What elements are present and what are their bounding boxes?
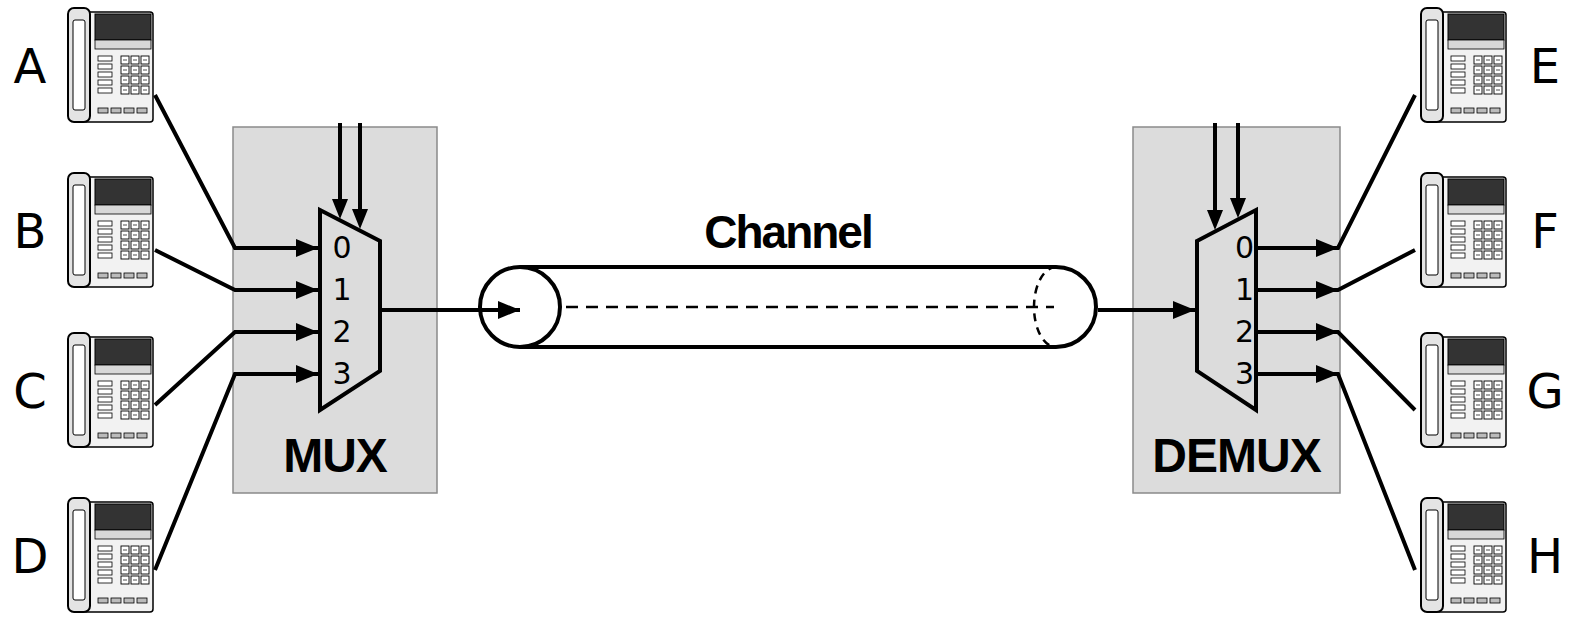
phone-letter: E	[1525, 42, 1565, 90]
signal-wire	[155, 323, 318, 405]
telephone-icon	[65, 171, 155, 291]
arrowhead	[498, 301, 520, 319]
signal-wire	[1098, 301, 1195, 319]
telephone: H	[1415, 495, 1565, 617]
channel-label: Channel	[704, 205, 871, 260]
arrowhead	[296, 323, 318, 341]
phone-letter: D	[10, 532, 50, 580]
telephone-icon	[1418, 171, 1508, 291]
arrowhead	[296, 365, 318, 383]
channel-cable: Channel	[478, 205, 1098, 347]
port-number: 2	[1235, 314, 1254, 350]
signal-wire	[155, 95, 318, 257]
cable-outline	[478, 265, 1098, 349]
wire-line	[155, 250, 318, 290]
telephone: C	[10, 330, 155, 452]
arrowhead	[1316, 281, 1338, 299]
phone-letter: H	[1525, 532, 1565, 580]
wire-line	[155, 332, 318, 405]
signal-wire	[382, 301, 520, 319]
wire-line	[155, 95, 318, 248]
select-lines	[340, 123, 1238, 213]
telephone-icon	[1418, 496, 1508, 616]
box-title: DEMUX	[1152, 430, 1320, 483]
wire-line	[1258, 332, 1415, 410]
arrowhead	[1173, 301, 1195, 319]
telephone-icon	[1418, 6, 1508, 126]
phone-letter: A	[10, 42, 50, 90]
port-number: 0	[332, 230, 351, 266]
telephone: A	[10, 5, 155, 127]
telephone: D	[10, 495, 155, 617]
wire-line	[1258, 250, 1415, 290]
telephone-icon	[1418, 331, 1508, 451]
port-number: 3	[332, 356, 351, 392]
signal-wire	[1258, 95, 1415, 257]
telephone-icon	[65, 496, 155, 616]
arrowhead	[1316, 323, 1338, 341]
signal-wire	[1258, 250, 1415, 299]
port-number: 0	[1235, 230, 1254, 266]
port-number: 2	[332, 314, 351, 350]
port-number: 1	[1235, 272, 1254, 308]
mux-selector: 0 1 2 3	[318, 208, 382, 412]
demultiplexer-box: DEMUX 0 1 2 3	[1133, 127, 1340, 493]
box-title: MUX	[283, 430, 387, 483]
telephone: G	[1415, 330, 1565, 452]
wire-line	[1258, 95, 1415, 248]
arrowhead	[296, 281, 318, 299]
arrowhead	[296, 239, 318, 257]
signal-wire	[1258, 323, 1415, 410]
phone-letter: C	[10, 367, 50, 415]
telephone: F	[1415, 170, 1565, 292]
telephone: E	[1415, 5, 1565, 127]
phone-letter: F	[1525, 207, 1565, 255]
demux-selector: 0 1 2 3	[1195, 208, 1258, 412]
port-number: 1	[332, 272, 351, 308]
port-number: 3	[1235, 356, 1254, 392]
phone-letter: B	[10, 207, 50, 255]
phone-letter: G	[1525, 367, 1565, 415]
telephone-icon	[65, 331, 155, 451]
multiplexer-box: MUX 0 1 2 3	[233, 127, 437, 493]
arrowhead	[1316, 365, 1338, 383]
telephone: B	[10, 170, 155, 292]
signal-wire	[155, 250, 318, 299]
arrowhead	[1316, 239, 1338, 257]
telephone-icon	[65, 6, 155, 126]
